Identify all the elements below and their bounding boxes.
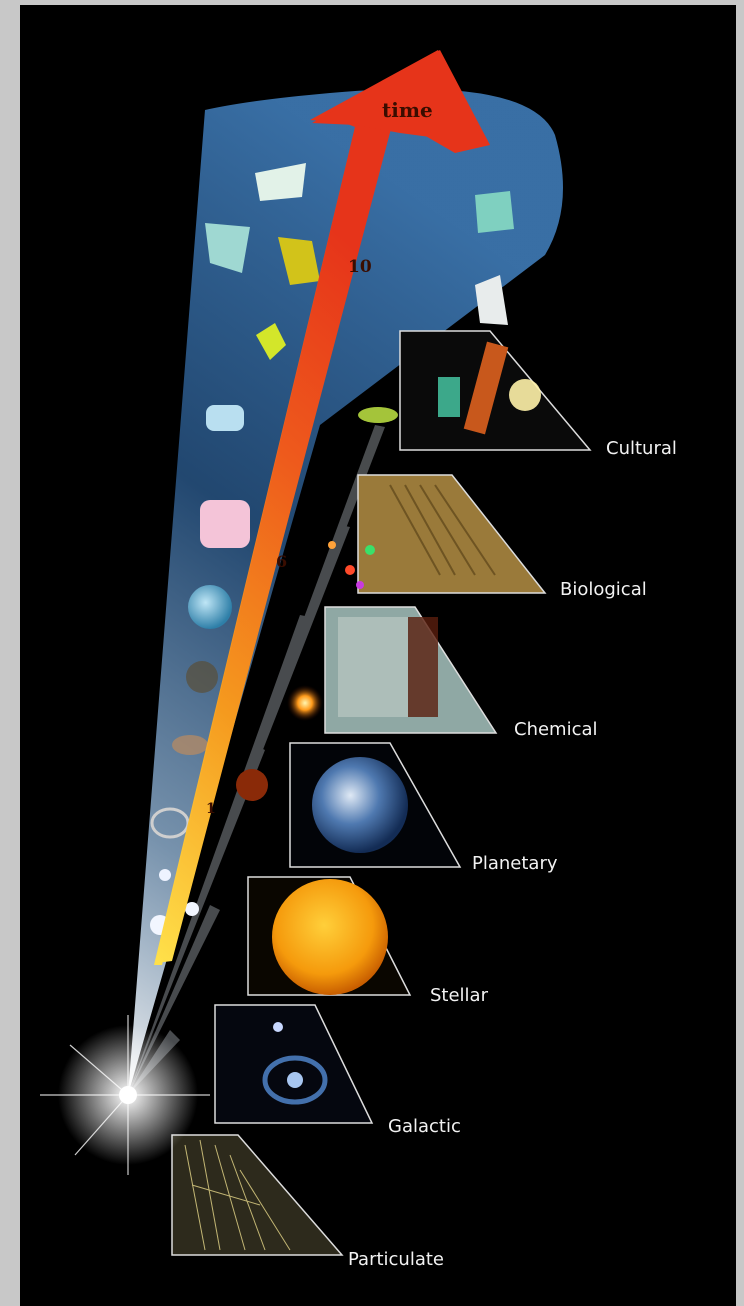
arrow-tick-10: 10 [348, 257, 372, 277]
label-planetary: Planetary [472, 853, 558, 874]
cosmic-evolution-diagram: time 10 6 1 Cultural Biological Chemical… [20, 5, 736, 1306]
panel-particulate [172, 1135, 342, 1255]
panel-cultural [400, 331, 590, 450]
label-stellar: Stellar [430, 985, 489, 1006]
panel-planetary [290, 743, 460, 867]
label-galactic: Galactic [388, 1116, 461, 1137]
panel-biological [358, 475, 545, 593]
label-biological: Biological [560, 579, 647, 600]
label-chemical: Chemical [514, 719, 598, 740]
panel-galactic [215, 1005, 372, 1123]
arrow-tick-1: 1 [206, 801, 216, 817]
label-particulate: Particulate [348, 1249, 444, 1270]
label-cultural: Cultural [606, 438, 677, 459]
diagram-canvas: time 10 6 1 Cultural Biological Chemical… [20, 5, 736, 1306]
arrow-tick-6: 6 [276, 552, 287, 571]
panel-chemical [325, 607, 496, 733]
panel-stellar [248, 877, 410, 995]
time-label: time [382, 98, 433, 122]
big-bang-point [119, 1086, 137, 1104]
